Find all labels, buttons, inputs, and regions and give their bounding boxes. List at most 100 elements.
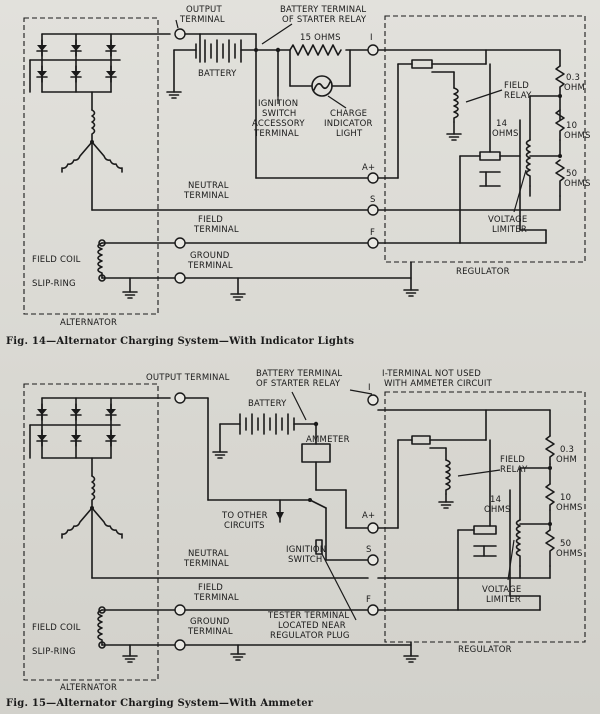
- fig14-alternator-box: [23, 17, 159, 315]
- fig14-label-50-1: 50: [566, 169, 577, 179]
- fig15-label-field-term-1: FIELD: [198, 583, 223, 593]
- fig14-ground-terminal: [174, 272, 186, 284]
- fig14-label-field-term-1: FIELD: [198, 215, 223, 225]
- fig15-output-terminal: [174, 392, 186, 404]
- fig15-label-50-2: OHMS: [556, 549, 583, 559]
- fig15-label-output: OUTPUT TERMINAL: [146, 373, 230, 383]
- fig15-label-alternator: ALTERNATOR: [60, 683, 117, 693]
- fig15-label-field-term-2: TERMINAL: [193, 593, 239, 603]
- fig15-label-neutral-1: NEUTRAL: [188, 549, 229, 559]
- fig15-label-ign-2: SWITCH: [288, 555, 323, 565]
- fig15-label-50-1: 50: [560, 539, 571, 549]
- fig14-label-charge-2: INDICATOR: [324, 119, 373, 129]
- fig15-label-i-note-2: WITH AMMETER CIRCUIT: [384, 379, 493, 389]
- fig15-label-other-2: CIRCUITS: [224, 521, 265, 531]
- fig14-label-vl-1: VOLTAGE: [488, 215, 527, 225]
- fig15-label-slip-ring: SLIP-RING: [32, 647, 76, 657]
- fig14-label-10-2: OHMS: [564, 131, 591, 141]
- fig14-label-battery-term-2: OF STARTER RELAY: [282, 15, 367, 25]
- fig15-ground-terminal: [174, 639, 186, 651]
- fig14-label-ign-2: SWITCH: [262, 109, 297, 119]
- fig15-f-terminal: [367, 604, 379, 616]
- fig15-label-ign-1: IGNITION: [286, 545, 326, 555]
- fig15-label-tester-1: TESTER TERMINAL: [267, 611, 349, 621]
- fig15-label-field-coil: FIELD COIL: [32, 623, 81, 633]
- fig15-caption: Fig. 15—Alternator Charging System—With …: [6, 698, 314, 709]
- fig15-field-coil: [97, 606, 176, 663]
- fig14-label-03-2: OHM: [564, 83, 585, 93]
- fig15-a-plus-terminal: [367, 522, 379, 534]
- fig14-stator-windings: [61, 91, 123, 211]
- fig14-diode-bridge: [29, 33, 171, 93]
- fig15-label-tester-3: REGULATOR PLUG: [270, 631, 350, 641]
- fig14-label-field-relay-2: RELAY: [504, 91, 532, 101]
- fig14-label-regulator: REGULATOR: [456, 267, 510, 277]
- fig15-label-i-note-1: I-TERMINAL NOT USED: [382, 369, 481, 379]
- fig14-a-plus-terminal: [367, 172, 379, 184]
- fig15-label-10-2: OHMS: [556, 503, 583, 513]
- fig15-label-vl-1: VOLTAGE: [482, 585, 521, 595]
- fig14-label-ground-2: TERMINAL: [187, 261, 233, 271]
- fig15-regulator-internals: [377, 409, 555, 611]
- fig15-label-ground-2: TERMINAL: [187, 627, 233, 637]
- fig14-f-terminal: [367, 237, 379, 249]
- fig14-label-neutral-1: NEUTRAL: [188, 181, 229, 191]
- fig14-label-14-1: 14: [496, 119, 507, 129]
- fig15-diode-bridge: [29, 397, 171, 459]
- fig15-label-vl-2: LIMITER: [486, 595, 521, 605]
- fig14-i-terminal: [367, 44, 379, 56]
- fig14-label-14-2: OHMS: [492, 129, 519, 139]
- fig14-label-ign-1: IGNITION: [258, 99, 298, 109]
- fig15-label-s: S: [366, 545, 372, 555]
- fig15-label-ammeter: AMMETER: [306, 435, 350, 445]
- fig15-label-battery-term-1: BATTERY TERMINAL: [256, 369, 342, 379]
- fig15-label-a-plus: A+: [362, 511, 375, 521]
- fig15-label-ground-1: GROUND: [190, 617, 230, 627]
- fig14-output-terminal: [174, 28, 186, 40]
- fig15-label-regulator: REGULATOR: [458, 645, 512, 655]
- fig15-label-battery-term-2: OF STARTER RELAY: [256, 379, 341, 389]
- fig14-regulator-box: [384, 15, 586, 263]
- fig15-label-03-2: OHM: [556, 455, 577, 465]
- fig14-label-battery-term-1: BATTERY TERMINAL: [280, 5, 366, 15]
- fig14-label-charge-1: CHARGE: [330, 109, 367, 119]
- fig14-diagram: OUTPUT TERMINAL BATTERY TERMINAL OF STAR…: [6, 5, 591, 347]
- fig14-label-charge-3: LIGHT: [336, 129, 363, 139]
- fig14-label-50-2: OHMS: [564, 179, 591, 189]
- fig15-label-neutral-2: TERMINAL: [183, 559, 229, 569]
- fig14-label-vl-2: LIMITER: [492, 225, 527, 235]
- fig14-label-neutral-2: TERMINAL: [183, 191, 229, 201]
- fig14-15-ohm-resistor: [289, 44, 342, 56]
- fig15-label-field-relay-1: FIELD: [500, 455, 525, 465]
- fig14-label-ground-1: GROUND: [190, 251, 230, 261]
- fig15-label-other-1: TO OTHER: [221, 511, 268, 521]
- fig15-tester-terminal: [315, 539, 323, 555]
- fig15-label-14-1: 14: [490, 495, 501, 505]
- fig14-label-battery: BATTERY: [198, 69, 237, 79]
- fig15-label-03-1: 0.3: [560, 445, 574, 455]
- fig14-label-f: F: [370, 228, 375, 238]
- fig14-label-ign-3: ACCESSORY: [252, 119, 305, 129]
- fig14-label-ign-4: TERMINAL: [253, 129, 299, 139]
- fig15-i-terminal: [367, 394, 379, 406]
- fig15-label-i: I: [368, 383, 371, 393]
- fig14-label-field-relay-1: FIELD: [504, 81, 529, 91]
- fig15-battery: [212, 413, 317, 459]
- fig14-label-field-term-2: TERMINAL: [193, 225, 239, 235]
- fig14-caption: Fig. 14—Alternator Charging System—With …: [6, 336, 354, 347]
- fig15-label-tester-2: LOCATED NEAR: [278, 621, 346, 631]
- fig14-label-a-plus: A+: [362, 163, 375, 173]
- fig15-ammeter: [301, 443, 331, 463]
- fig14-label-15-ohms: 15 OHMS: [300, 33, 341, 43]
- fig15-label-10-1: 10: [560, 493, 571, 503]
- fig15-regulator-box: [384, 391, 586, 643]
- fig14-battery: [166, 33, 257, 179]
- fig14-label-10-1: 10: [566, 121, 577, 131]
- fig14-label-slip-ring: SLIP-RING: [32, 279, 76, 289]
- fig15-label-battery: BATTERY: [248, 399, 287, 409]
- fig14-regulator-internals: [377, 49, 565, 244]
- fig15-s-terminal: [367, 554, 379, 566]
- fig15-diagram: OUTPUT TERMINAL BATTERY TERMINAL OF STAR…: [6, 369, 586, 709]
